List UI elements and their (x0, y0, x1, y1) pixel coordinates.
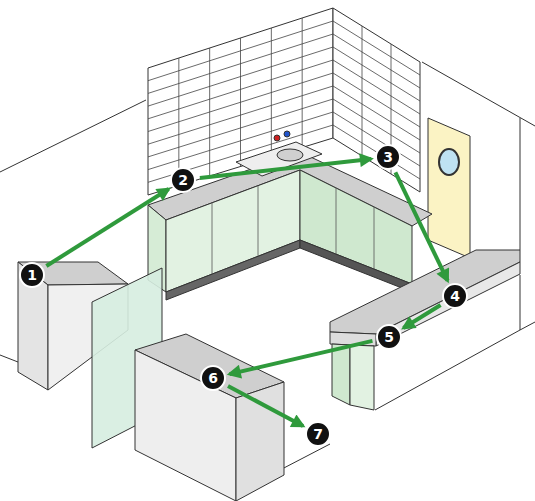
left-unit-side (18, 262, 48, 390)
callout-label: 5 (384, 330, 394, 344)
flow-arrow (228, 386, 303, 426)
callout-label: 6 (208, 371, 218, 385)
flow-arrow (46, 189, 168, 266)
flow-arrow (403, 305, 440, 328)
callout-label: 2 (178, 173, 188, 187)
sink-bowl (277, 149, 303, 161)
callout-number: 7 (305, 421, 331, 447)
tap (284, 131, 290, 137)
callout-number: 3 (375, 144, 401, 170)
shelf-unit-right (333, 8, 420, 192)
flow-arrow (200, 159, 371, 178)
callout-label: 3 (383, 150, 393, 164)
plinth (300, 240, 412, 292)
porthole (439, 149, 459, 175)
plinth (166, 240, 300, 300)
tap (274, 135, 280, 141)
callout-label: 7 (313, 427, 323, 441)
callout-number: 4 (442, 283, 468, 309)
flow-arrow (395, 172, 447, 280)
peninsula-leg (332, 344, 350, 405)
flow-arrow (230, 341, 373, 374)
callout-number: 6 (200, 365, 226, 391)
callout-label: 4 (450, 289, 460, 303)
cabinet-doors (212, 186, 374, 274)
peninsula-leg (350, 345, 374, 410)
callout-label: 1 (27, 268, 37, 282)
callout-number: 2 (170, 167, 196, 193)
front-unit-face (135, 350, 236, 501)
front-unit-end (236, 382, 284, 501)
door (428, 118, 470, 258)
shelf-lines (148, 18, 420, 186)
callout-number: 1 (19, 262, 45, 288)
callout-number: 5 (376, 324, 402, 350)
